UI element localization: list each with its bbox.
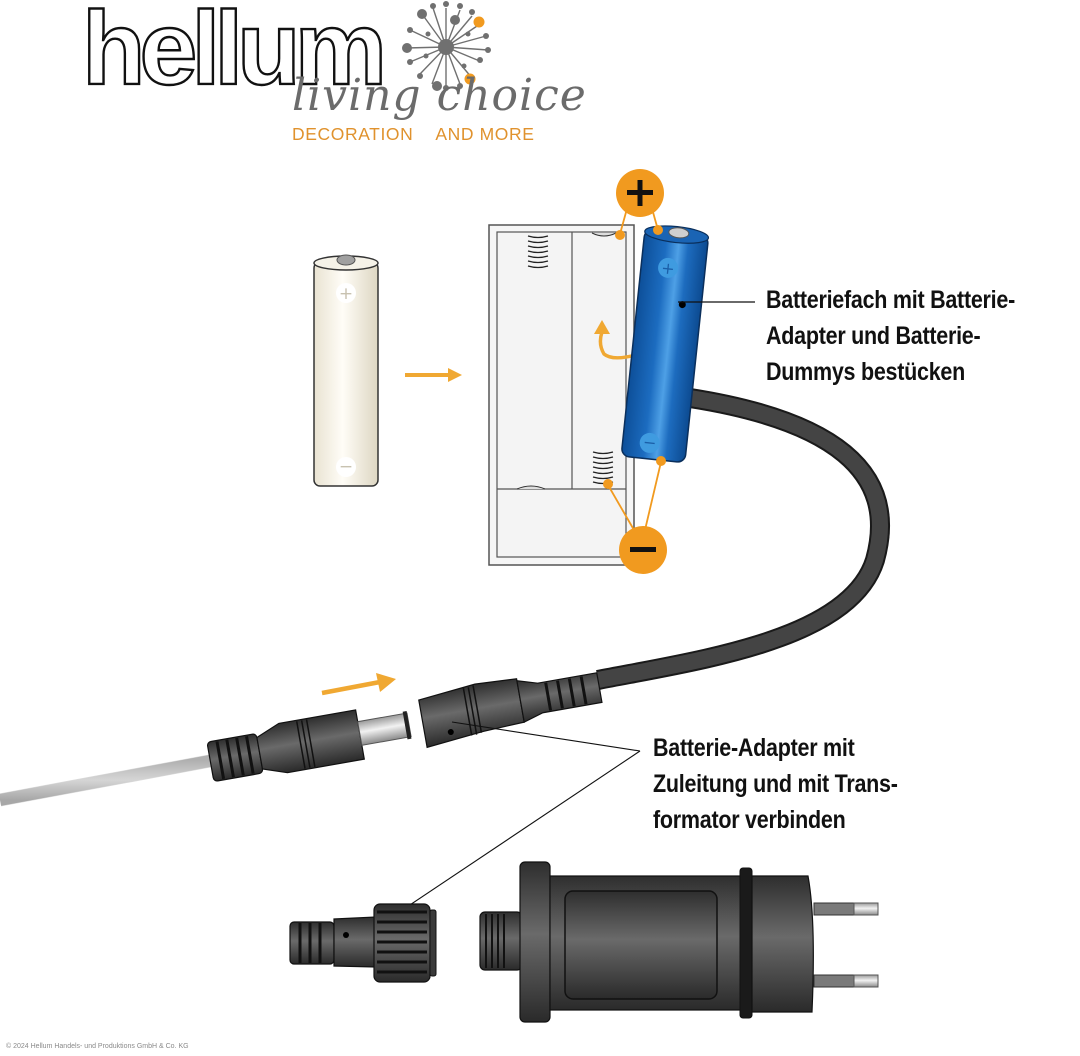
battery-dummy-icon: + −	[621, 225, 710, 463]
transformer-plug-icon	[289, 903, 437, 983]
battery-holder-icon	[488, 224, 657, 566]
logo-tagline: DECORATION AND MORE	[292, 124, 535, 145]
tagline-left: DECORATION	[292, 124, 414, 144]
spring-icon	[527, 235, 549, 269]
svg-text:+: +	[339, 284, 353, 304]
accent-dot-icon	[464, 73, 476, 85]
callout-battery-compartment: Batteriefach mit Batterie- Adapter und B…	[766, 282, 1015, 390]
tagline-right: AND MORE	[435, 124, 535, 144]
hellum-wordmark: hellum	[82, 2, 389, 92]
accent-dot-icon	[473, 16, 485, 28]
aa-battery-icon: + −	[313, 254, 379, 487]
dc-socket-icon	[418, 672, 603, 749]
minus-marker-icon	[603, 456, 667, 574]
callout-line-text: Dummys bestücken	[766, 358, 966, 386]
dc-plug-icon	[207, 709, 412, 782]
svg-text:hellum: hellum	[82, 2, 382, 92]
callout-line-text: Adapter und Batterie-	[766, 322, 981, 350]
svg-text:+: +	[660, 258, 675, 278]
arrow-right-icon	[321, 673, 396, 696]
white-cable	[0, 754, 217, 806]
dandelion-icon	[402, 1, 491, 91]
spring-icon	[592, 451, 614, 485]
callout-line-text: formator verbinden	[653, 806, 846, 834]
plus-marker-icon	[615, 169, 664, 240]
svg-text:−: −	[642, 432, 657, 452]
copyright-notice: © 2024 Hellum Handels- und Produktions G…	[6, 1043, 189, 1050]
logo-script: living choice	[292, 70, 587, 121]
callout-line-text: Batteriefach mit Batterie-	[766, 286, 1015, 314]
arrow-right-icon	[405, 368, 462, 382]
callout-line-text: Zuleitung und mit Trans-	[653, 770, 898, 798]
svg-text:−: −	[339, 457, 353, 477]
callout-adapter-connection: Batterie-Adapter mit Zuleitung und mit T…	[653, 730, 898, 838]
callout-line	[451, 721, 641, 752]
callout-line-text: Batterie-Adapter mit	[653, 734, 855, 762]
transformer-icon	[479, 861, 879, 1023]
